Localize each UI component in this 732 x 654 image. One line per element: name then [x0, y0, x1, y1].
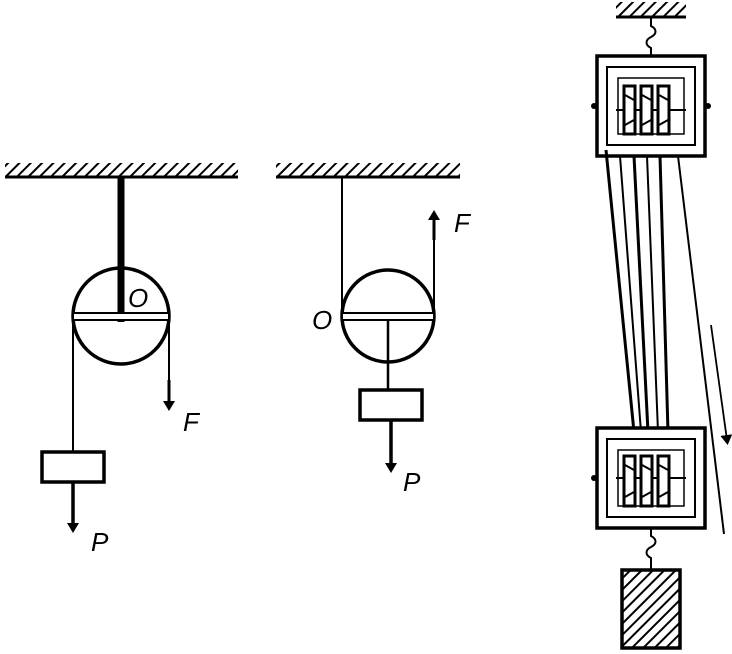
upper-pulley-block [591, 54, 711, 158]
hanging-weight [620, 568, 682, 650]
pull-direction-arrow [710, 324, 732, 445]
load-block-2 [358, 388, 424, 422]
movable-pulley-figure: O F P [276, 163, 472, 497]
tackle-ropes [604, 149, 725, 535]
ceiling-hatch-middle [276, 163, 460, 176]
label-force-f2: F [454, 208, 472, 238]
top-hook-spring [645, 17, 657, 56]
label-center-o1: O [128, 283, 148, 313]
ceiling-hatch-left [5, 163, 238, 176]
fixed-pulley-figure: O F P [5, 163, 238, 557]
bottom-hook-spring [645, 528, 657, 570]
label-load-p1: P [91, 527, 109, 557]
label-load-p2: P [403, 467, 421, 497]
fixed-pulley-axle [72, 312, 170, 321]
pulley-block-figure [591, 2, 732, 650]
label-force-f1: F [183, 407, 201, 437]
label-center-o2: O [312, 305, 332, 335]
movable-pulley-axle [341, 312, 435, 321]
ceiling-hatch-right [616, 2, 686, 16]
lower-pulley-block [591, 426, 707, 530]
load-block-1 [40, 450, 106, 484]
